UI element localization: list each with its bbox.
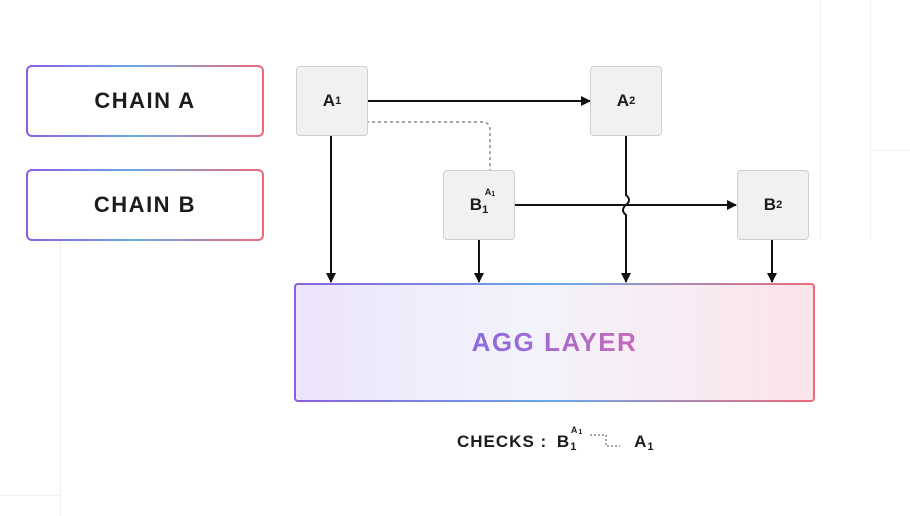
dotted-link-a1-to-b1 xyxy=(334,111,491,190)
block-b1-letter: B xyxy=(469,194,483,214)
agg-layer-box: AGG LAYER xyxy=(294,283,815,402)
chain-b-label: CHAIN B xyxy=(93,192,197,217)
arrow-a2-to-agg xyxy=(622,136,630,272)
block-a2-subscript: 2 xyxy=(629,95,636,107)
background-grid-line xyxy=(870,0,871,240)
block-b1-sup-subscript: 1 xyxy=(491,190,496,198)
block-a2-letter: A xyxy=(616,91,630,110)
background-grid-line xyxy=(870,150,910,151)
checks-right-subscript: 1 xyxy=(647,441,655,453)
block-b1-subscript: 1 xyxy=(482,203,489,216)
checks-left-subscript: 1 xyxy=(570,441,578,453)
block-b1-superscript: A1 xyxy=(485,187,495,198)
checks-caption: CHECKS : B1 A1 A1 xyxy=(457,425,655,453)
checks-right-letter: A xyxy=(634,432,648,451)
block-a1-letter: A xyxy=(322,91,336,110)
background-grid-line xyxy=(0,495,60,496)
background-grid-line xyxy=(60,240,61,516)
checks-left-term: B1 A1 xyxy=(556,425,582,453)
chain-a-box: CHAIN A xyxy=(26,65,264,137)
checks-right-term: A1 xyxy=(634,432,655,453)
chain-b-box: CHAIN B xyxy=(26,169,264,241)
checks-dotted-link xyxy=(590,434,620,447)
checks-prefix: CHECKS : xyxy=(457,432,548,451)
block-b1: B1 A1 xyxy=(443,170,515,240)
checks-left-superscript: A1 xyxy=(571,425,583,436)
block-b1-label: B1 A1 xyxy=(469,187,495,216)
agg-layer-label: AGG LAYER xyxy=(471,327,638,357)
block-b2-letter: B xyxy=(763,195,777,214)
checks-left-letter: B xyxy=(556,432,571,451)
block-b1-sup-letter: A xyxy=(484,186,492,197)
block-b2-subscript: 2 xyxy=(776,199,783,211)
checks-left-sup-letter: A xyxy=(570,425,579,435)
chain-a-label: CHAIN A xyxy=(94,88,196,113)
checks-left-sup-subscript: 1 xyxy=(578,429,584,436)
block-a1-subscript: 1 xyxy=(335,95,342,107)
background-grid-line xyxy=(820,0,821,240)
